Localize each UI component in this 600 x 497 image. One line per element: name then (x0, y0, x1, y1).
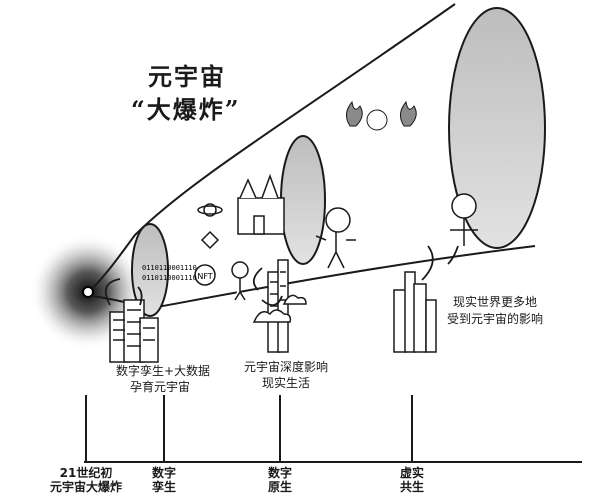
planet-icon (197, 203, 223, 217)
timeline-label-0-line1: 21世纪初 (59, 466, 113, 480)
binary-data-icon: 0110110001110 0110110001110 (142, 264, 197, 282)
svg-text:0110110001110: 0110110001110 (142, 274, 197, 282)
castle-icon (237, 173, 285, 235)
diamond-icon (200, 230, 220, 250)
nft-badge-icon: NFT (194, 264, 216, 286)
timeline-label-2-line1: 数字 (267, 466, 292, 480)
annotation-stage2-line1: 元宇宙深度影响 (243, 360, 328, 374)
arrow-icons (104, 245, 459, 306)
city-buildings-icon (109, 299, 159, 363)
timeline-label-2-line2: 原生 (267, 480, 292, 494)
annotation-stage2-line2: 现实生活 (261, 376, 310, 390)
annotation-stage3-line2: 受到元宇宙的影响 (446, 312, 543, 326)
annotation-stage1-line2: 孕育元宇宙 (129, 380, 190, 394)
avatar-figure-icon (450, 193, 478, 246)
flame-icon (346, 100, 417, 131)
child-figure-icon (231, 261, 249, 301)
annotation-stage1-line1: 数字孪生+大数据 (115, 364, 211, 378)
timeline-axis (84, 395, 582, 463)
timeline-label-1-line2: 孪生 (151, 480, 176, 494)
real-city-icon (393, 271, 437, 353)
page-title: 元宇宙 (148, 62, 226, 91)
timeline-label-1-line1: 数字 (151, 466, 176, 480)
svg-text:0110110001110: 0110110001110 (142, 264, 197, 272)
person-figure-icon (315, 207, 356, 269)
timeline-label-3-line1: 虚实 (399, 466, 424, 480)
annotation-stage3-line1: 现实世界更多地 (452, 295, 537, 309)
mid-buildings-icon (252, 259, 307, 353)
svg-text:NFT: NFT (197, 272, 212, 281)
page-subtitle: “大爆炸” (131, 95, 241, 124)
timeline-label-0-line2: 元宇宙大爆炸 (49, 480, 122, 494)
timeline-label-3-line2: 共生 (399, 480, 424, 494)
